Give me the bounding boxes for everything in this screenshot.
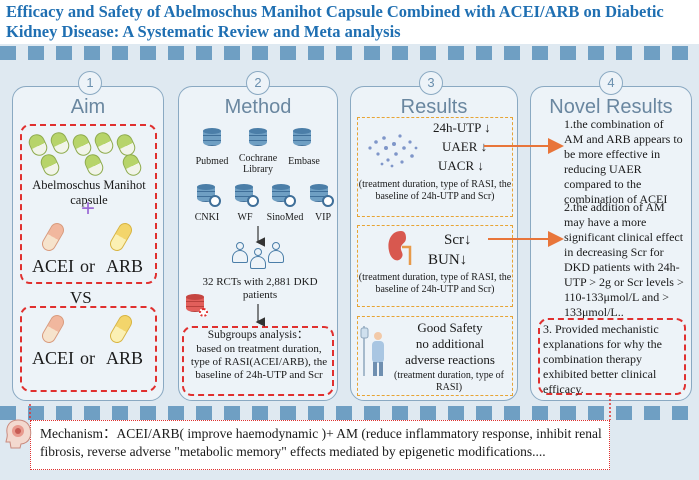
aim-acei-label: ACEI: [32, 256, 74, 276]
subgroups-title: Subgroups analysis：: [207, 329, 309, 341]
head-brain-icon: [5, 419, 32, 449]
novel-result-2: 2.the addition of AM may have a more sig…: [564, 200, 684, 319]
aim-or-label: or: [80, 256, 95, 276]
database-icon: [203, 128, 221, 148]
top-dash-divider: [0, 46, 699, 60]
control-arb-label: ARB: [106, 348, 144, 368]
database-label: SinoMed: [266, 212, 304, 223]
safety-note: (treatment duration, type of RASI): [394, 370, 504, 393]
safety-line-3: adverse reactions: [405, 352, 495, 367]
aim-combination-box: [20, 124, 157, 284]
database-icon: [293, 128, 311, 148]
bottom-dash-divider: [0, 406, 699, 420]
result-proteinuria-note: (treatment duration, type of RASI, the b…: [358, 179, 512, 202]
kidney-icon: [388, 231, 412, 265]
result-safety-box: [357, 316, 513, 396]
mechanism-text: Mechanism：ACEI/ARB( improve haemodynamic…: [40, 426, 602, 459]
result-uacr: UACR ↓: [438, 158, 484, 173]
control-or-label: or: [80, 348, 95, 368]
result-uaer: UAER ↓: [442, 139, 488, 154]
aim-control-box: [20, 306, 157, 392]
database-search-icon: [235, 184, 259, 207]
database-icon: [249, 128, 267, 148]
subgroups-box: [182, 326, 334, 396]
result-proteinuria-box: [357, 117, 513, 217]
patient-iv-icon: [360, 326, 384, 376]
database-search-icon: [272, 184, 296, 207]
aim-arb-label: ARB: [106, 256, 144, 276]
safety-line-2: no additional: [415, 336, 485, 351]
mechanism-box: [30, 420, 610, 470]
results-title: Results: [400, 96, 468, 118]
protein-dots-icon: [368, 134, 418, 168]
page-title: Efficacy and Safety of Abelmoschus Manih…: [6, 2, 664, 41]
novel-results-title: Novel Results: [549, 96, 673, 118]
aim-vs-label: VS: [70, 288, 92, 307]
studies-label: 32 RCTs with 2,881 DKD patients: [202, 276, 318, 301]
results-number-badge: 3: [419, 71, 443, 95]
database-search-icon: [310, 184, 334, 207]
database-search-icon: [197, 184, 221, 207]
novel-number-badge: 4: [599, 71, 623, 95]
subgroups-text: based on treatment duration, type of RAS…: [190, 343, 328, 381]
database-label: VIP: [314, 212, 332, 223]
novel-result-1: 1.the combination of AM and ARB appears …: [564, 117, 683, 206]
aim-title: Aim: [70, 96, 106, 118]
database-label: Cochrane Library: [238, 153, 278, 175]
result-bun: BUN↓: [428, 252, 468, 268]
method-title: Method: [224, 96, 292, 118]
result-scr: Scr↓: [444, 232, 472, 248]
control-acei-label: ACEI: [32, 348, 74, 368]
aim-number-badge: 1: [78, 71, 102, 95]
result-24h-utp: 24h-UTP ↓: [433, 120, 491, 135]
database-label: WF: [237, 212, 253, 223]
method-number-badge: 2: [246, 71, 270, 95]
safety-line-1: Good Safety: [417, 320, 483, 335]
novel-result-3: 3. Provided mechanistic explanations for…: [543, 322, 662, 396]
database-label: Pubmed: [195, 156, 229, 167]
novel-result-3-box: [538, 318, 686, 395]
aim-drug-name: Abelmoschus Manihot capsule: [32, 178, 146, 207]
database-label: CNKI: [194, 212, 220, 223]
result-renal-function-box: [357, 225, 513, 307]
database-label: Embase: [288, 156, 320, 167]
result-renal-note: (treatment duration, type of RASI, the b…: [358, 272, 512, 295]
plus-icon: +: [80, 195, 95, 222]
